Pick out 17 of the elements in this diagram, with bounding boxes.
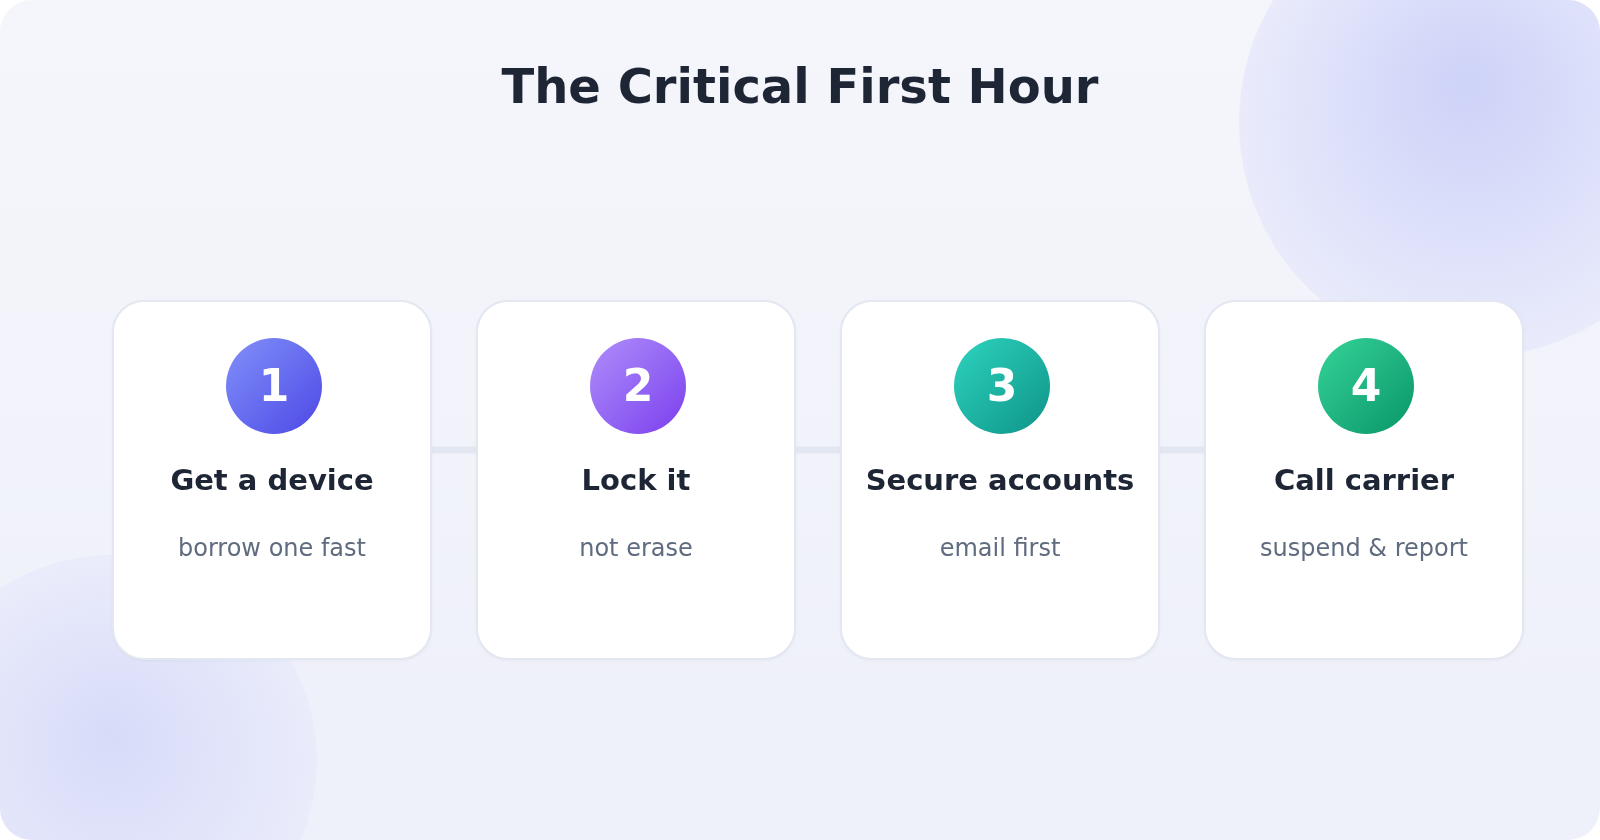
step-card: [112, 300, 432, 660]
step-description: not erase: [579, 534, 693, 562]
step-title: Lock it: [581, 463, 691, 497]
step-number: 4: [1350, 361, 1382, 411]
step-card: [1204, 300, 1524, 660]
step-description: suspend & report: [1260, 534, 1468, 562]
step-description: email first: [939, 534, 1061, 562]
step-number: 1: [258, 361, 290, 411]
step-card: [840, 300, 1160, 660]
step-number: 3: [986, 361, 1018, 411]
step-number: 2: [622, 361, 654, 411]
step-card: [476, 300, 796, 660]
title: The Critical First Hour: [501, 57, 1099, 115]
step-title: Get a device: [170, 463, 374, 497]
step-description: borrow one fast: [178, 534, 366, 562]
step-title: Call carrier: [1273, 463, 1455, 497]
step-title: Secure accounts: [865, 463, 1135, 497]
